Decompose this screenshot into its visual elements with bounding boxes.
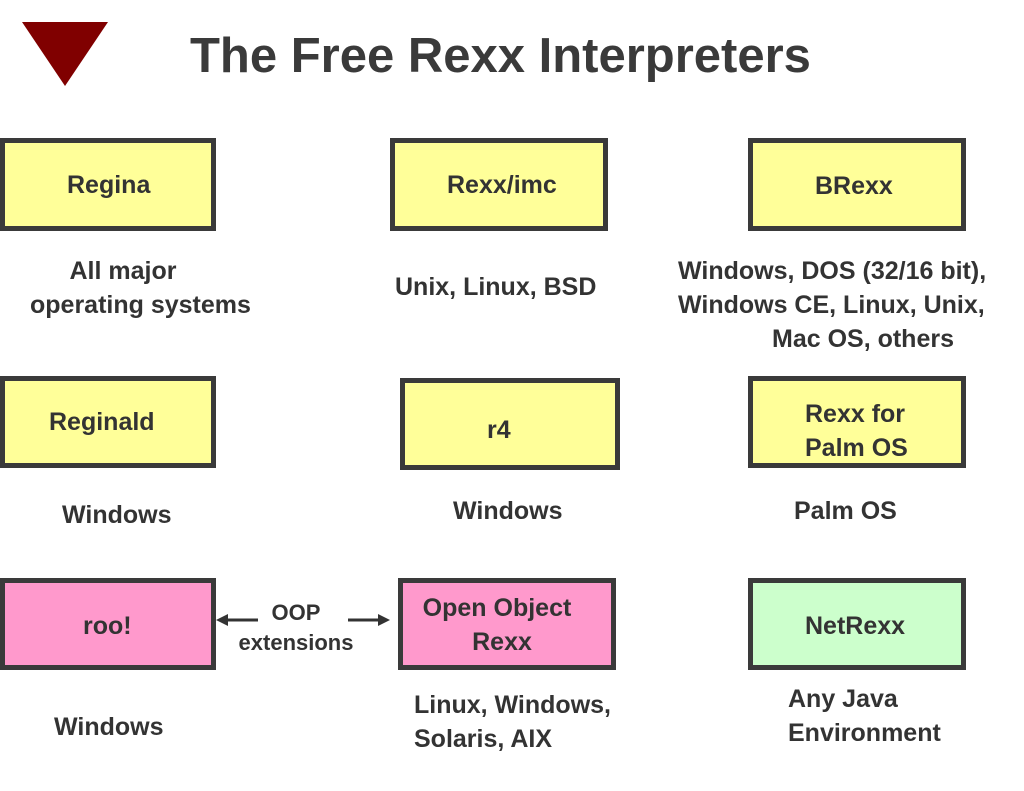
- palm-platform-line: Palm OS: [794, 497, 897, 525]
- palm-platforms: Palm OS: [794, 494, 897, 528]
- roo-platform-line: Windows: [54, 713, 164, 741]
- reginald-platform-line: Windows: [62, 501, 172, 529]
- r4-box: r4: [400, 378, 620, 470]
- roo-box: roo!: [0, 578, 216, 670]
- reginald-box: Reginald: [0, 376, 216, 468]
- regina-box: Regina: [0, 138, 216, 231]
- r4-platforms: Windows: [453, 494, 563, 528]
- netrexx-platform-line: Any Java: [788, 685, 898, 713]
- slide-title: The Free Rexx Interpreters: [190, 29, 811, 83]
- oop-extensions-label: OOP extensions: [234, 598, 358, 658]
- palm-rexx-box: Rexx for Palm OS: [748, 376, 966, 468]
- rexximc-platform-line: Unix, Linux, BSD: [395, 273, 597, 301]
- netrexx-platform-line: Environment: [788, 719, 941, 747]
- regina-platform-line: All major: [69, 257, 177, 285]
- brexx-box: BRexx: [748, 138, 966, 231]
- netrexx-label: NetRexx: [805, 612, 906, 640]
- regina-platform-line: operating systems: [30, 291, 251, 319]
- reginald-label: Reginald: [49, 408, 155, 436]
- regina-platforms: All major operating systems: [0, 254, 251, 322]
- rexximc-box: Rexx/imc: [390, 138, 608, 231]
- oorexx-platforms: Linux, Windows, Solaris, AIX: [414, 688, 611, 756]
- roo-label: roo!: [83, 612, 132, 640]
- brexx-platform-line: Mac OS, others: [772, 325, 954, 353]
- right-arrow-icon: [348, 614, 390, 626]
- oorexx-platform-line: Solaris, AIX: [414, 725, 553, 753]
- left-arrow-icon: [216, 614, 258, 626]
- rexximc-label: Rexx/imc: [447, 170, 557, 199]
- open-object-rexx-box: Open Object Rexx: [398, 578, 616, 670]
- palm-rexx-label-line: Palm OS: [805, 434, 908, 462]
- brexx-platform-line: Windows, DOS (32/16 bit),: [678, 257, 987, 285]
- roo-platforms: Windows: [54, 710, 164, 744]
- netrexx-box: NetRexx: [748, 578, 966, 670]
- r4-platform-line: Windows: [453, 497, 563, 525]
- netrexx-platforms: Any Java Environment: [788, 682, 941, 750]
- brexx-platforms: Windows, DOS (32/16 bit), Windows CE, Li…: [676, 254, 1024, 356]
- brexx-platform-line: Windows CE, Linux, Unix,: [678, 291, 985, 319]
- reginald-platforms: Windows: [62, 498, 172, 532]
- brexx-label: BRexx: [815, 172, 893, 200]
- regina-label: Regina: [67, 170, 151, 199]
- r4-label: r4: [487, 416, 511, 444]
- down-triangle-icon: [22, 22, 108, 86]
- oop-label-line: extensions: [238, 630, 354, 655]
- oorexx-label-line: Rexx: [472, 628, 532, 656]
- oorexx-platform-line: Linux, Windows,: [414, 691, 611, 719]
- oorexx-label-line: Open Object: [422, 594, 572, 622]
- oop-label-line: OOP: [271, 600, 321, 625]
- rexximc-platforms: Unix, Linux, BSD: [395, 270, 596, 304]
- palm-rexx-label-line: Rexx for: [805, 400, 906, 428]
